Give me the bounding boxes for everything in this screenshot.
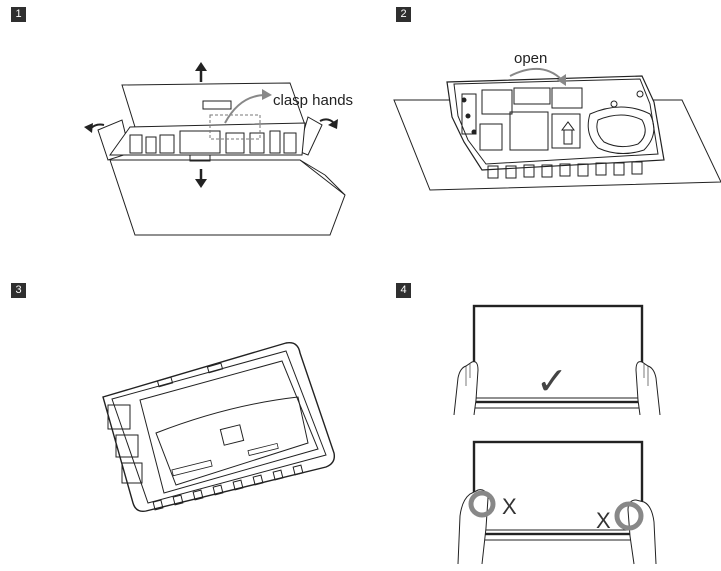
packaging-tray-outer <box>102 342 336 513</box>
arrow-right <box>319 118 335 124</box>
pressure-point-right <box>614 501 644 531</box>
right-hand-on-screen <box>627 499 657 565</box>
step-4-wrong-illustration: X X <box>457 440 657 565</box>
step-3-illustration <box>102 342 336 513</box>
right-hand <box>635 361 661 415</box>
callout-clasp-hands: clasp hands <box>273 92 353 109</box>
monitor-screen-wrong <box>472 440 644 536</box>
monitor-stand-mount <box>219 424 245 446</box>
step-4-badge: 4 <box>396 283 411 298</box>
carton-front <box>109 159 346 236</box>
step-3-badge: 3 <box>11 283 26 298</box>
check-mark: ✓ <box>536 361 568 403</box>
wrong-mark-left: X <box>502 494 517 519</box>
left-hand <box>453 361 479 415</box>
carton-handle <box>202 100 232 110</box>
monitor-screen-correct <box>472 304 644 404</box>
monitor-back <box>139 360 319 494</box>
wrong-mark-right: X <box>596 508 611 533</box>
step-2-illustration: open <box>393 50 721 191</box>
step-1-illustration: clasp hands <box>84 62 353 236</box>
step-4-correct-illustration: ✓ <box>453 304 661 415</box>
callout-open: open <box>514 50 547 67</box>
step-1-badge: 1 <box>11 7 26 22</box>
stand-base <box>587 106 655 154</box>
step-2-badge: 2 <box>396 7 411 22</box>
pressure-point-left <box>468 490 496 518</box>
packaging-tray <box>446 75 665 171</box>
